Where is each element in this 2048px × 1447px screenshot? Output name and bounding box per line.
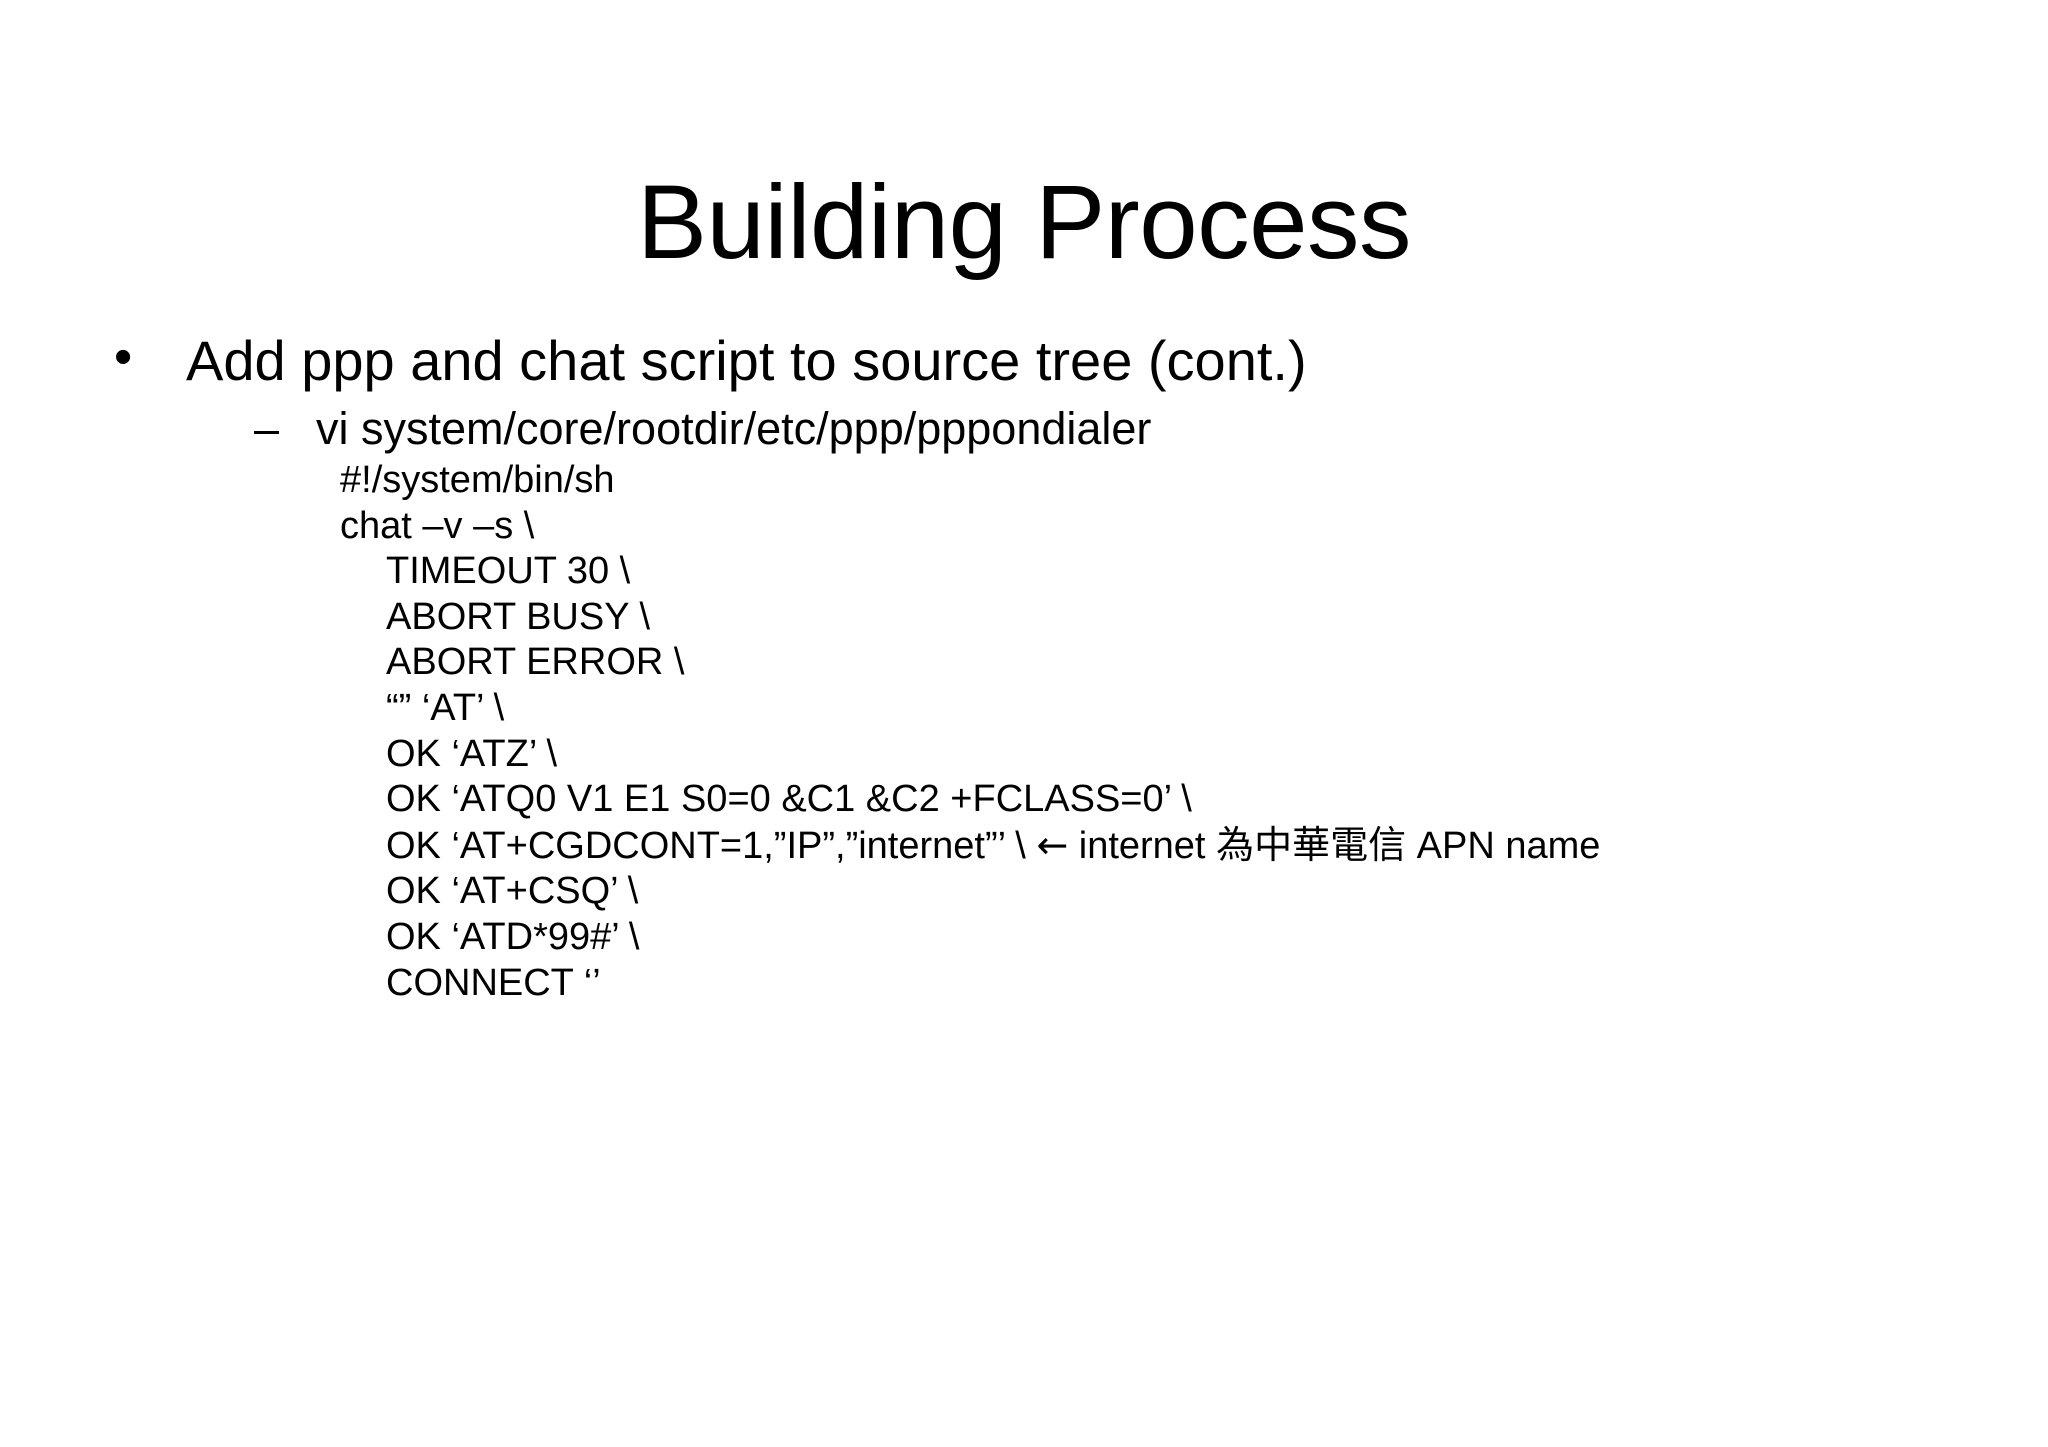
code-line-atq0: OK ‘ATQ0 V1 E1 S0=0 &C1 &C2 +FCLASS=0’ \ [386,778,1192,821]
code-command-text: OK ‘AT+CGDCONT=1,”IP”,”internet”’ \ [386,824,1037,867]
code-line-timeout: TIMEOUT 30 \ [386,550,631,593]
code-line-atz: OK ‘ATZ’ \ [386,732,557,775]
annotation-label: internet [1068,824,1217,867]
code-line-at: “” ‘AT’ \ [386,686,505,729]
annotation-cjk-text: 為中華電信 [1216,822,1407,867]
left-arrow-icon: ← [1036,822,1069,867]
slide-body: • Add ppp and chat script to source tree… [104,328,1964,1006]
annotation-suffix: APN name [1406,824,1601,867]
code-line-chat: chat –v –s \ [340,504,535,547]
code-line-connect: CONNECT ‘’ [386,961,601,1004]
page-title: Building Process [636,164,1412,282]
bullet-dash-icon: – [254,402,280,454]
code-line-abort-busy: ABORT BUSY \ [386,595,650,638]
code-line-shebang: #!/system/bin/sh [340,459,615,502]
bullet-level1-label: Add ppp and chat script to source tree (… [186,329,1307,392]
code-line-abort-error: ABORT ERROR \ [386,641,685,684]
bullet-dot-icon: • [114,328,133,386]
code-line-csq: OK ‘AT+CSQ’ \ [386,870,639,913]
code-line-atd: OK ‘ATD*99#’ \ [386,915,640,958]
bullet-level1: • Add ppp and chat script to source tree… [104,328,1964,393]
code-line-cgdcont: OK ‘AT+CGDCONT=1,”IP”,”internet”’ \ ← in… [104,823,1964,870]
bullet-level2: – vi system/core/rootdir/etc/ppp/pppondi… [104,403,1964,454]
bullet-level2-label: vi system/core/rootdir/etc/ppp/pppondial… [316,402,1152,454]
